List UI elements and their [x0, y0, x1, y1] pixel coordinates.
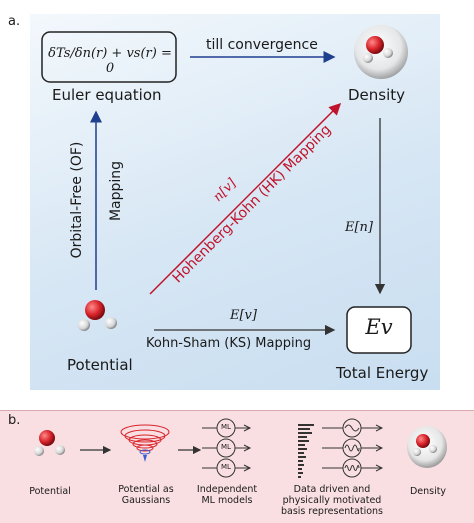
e-of-n-label: E[n]: [345, 220, 374, 235]
panel-b-background: [0, 410, 474, 523]
ks-mapping-label: Kohn-Sham (KS) Mapping: [146, 336, 312, 351]
hk-mapping-arrow: [149, 102, 342, 295]
panel-a-diagram: [41, 25, 412, 354]
euler-equation-label: Euler equation: [52, 86, 162, 104]
of-mapping-label-line1: Orbital-Free (OF): [69, 141, 85, 259]
b-step-basis: Data driven and physically motivated bas…: [280, 484, 384, 517]
total-energy-label: Total Energy: [336, 364, 429, 382]
density-label: Density: [348, 86, 406, 104]
b-step-ml-models: Independent ML models: [196, 484, 258, 506]
panel-b-diagram: [34, 418, 447, 478]
ml-models-icon: [202, 418, 252, 478]
panel-b-label: b.: [8, 413, 21, 428]
density-molecule-icon: [354, 25, 408, 79]
b-step-gaussians: Potential as Gaussians: [118, 484, 174, 506]
euler-equation-box: [41, 31, 177, 83]
potential-label: Potential: [67, 356, 133, 374]
basis-functions-icon: [322, 418, 384, 478]
b-step-potential: Potential: [29, 486, 71, 497]
panel-a-label: a.: [8, 14, 21, 29]
ml-label-2: ML: [221, 443, 231, 451]
e-of-v-label: E[v]: [230, 308, 257, 323]
b-potential-molecule-icon: [34, 430, 65, 456]
energy-symbol: Ev: [365, 315, 393, 339]
ml-label-3: ML: [221, 463, 231, 471]
b-step-density: Density: [409, 486, 447, 497]
till-convergence-label: till convergence: [206, 37, 318, 53]
b-density-molecule-icon: [407, 426, 447, 468]
potential-molecule-icon: [78, 300, 117, 331]
basis-bars-icon: [298, 424, 314, 478]
of-mapping-label-line2: Mapping: [108, 160, 124, 222]
total-energy-box: [346, 306, 412, 354]
gaussians-icon: [120, 424, 170, 462]
ml-label-1: ML: [221, 423, 231, 431]
euler-equation-formula: δTs/δn(r) + vs(r) = 0: [48, 46, 172, 76]
